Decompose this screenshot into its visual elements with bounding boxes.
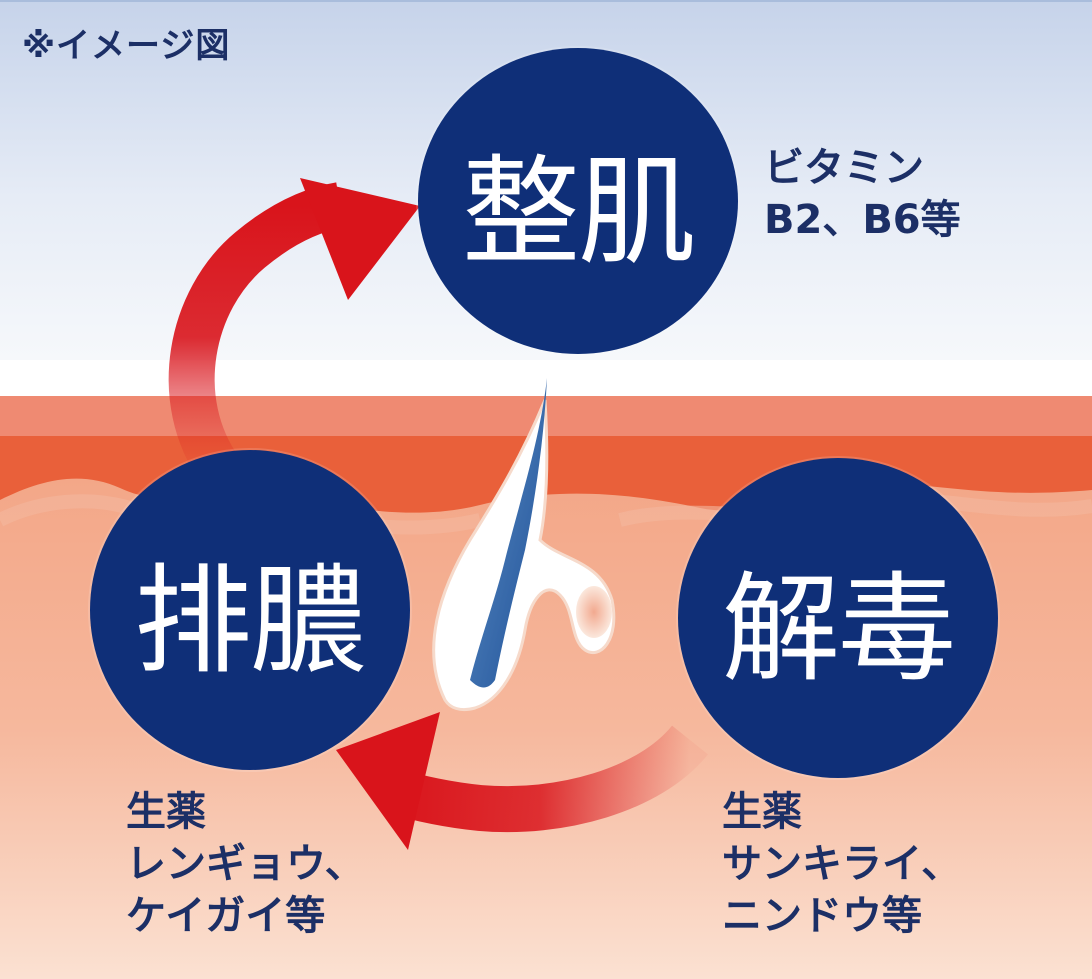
ingredient-line: B2、B6等 bbox=[764, 197, 961, 243]
ingredient-line: ビタミン bbox=[764, 145, 924, 191]
node-circle-skin: 整肌 bbox=[418, 48, 738, 354]
ingredient-line: レンギョウ、 bbox=[126, 841, 365, 887]
node-circle-pus-discharge: 排膿 bbox=[90, 450, 410, 770]
node-circle-detox: 解毒 bbox=[678, 458, 998, 778]
node-label-skin: 整肌 bbox=[461, 142, 696, 281]
node-label-detox: 解毒 bbox=[721, 559, 956, 698]
node-label-pus-discharge: 排膿 bbox=[133, 551, 368, 690]
ingredient-line: 生薬 bbox=[126, 789, 206, 835]
ingredient-line: ケイガイ等 bbox=[126, 893, 326, 939]
ingredient-note-detox: 生薬 サンキライ、 ニンドウ等 bbox=[722, 786, 961, 942]
ingredient-note-skin: ビタミン B2、B6等 bbox=[764, 142, 961, 246]
image-note: ※イメージ図 bbox=[22, 26, 231, 66]
ingredient-line: 生薬 bbox=[722, 789, 802, 835]
ingredient-line: ニンドウ等 bbox=[722, 893, 922, 939]
ingredient-line: サンキライ、 bbox=[722, 841, 962, 887]
ingredient-note-pus-discharge: 生薬 レンギョウ、 ケイガイ等 bbox=[126, 786, 365, 942]
